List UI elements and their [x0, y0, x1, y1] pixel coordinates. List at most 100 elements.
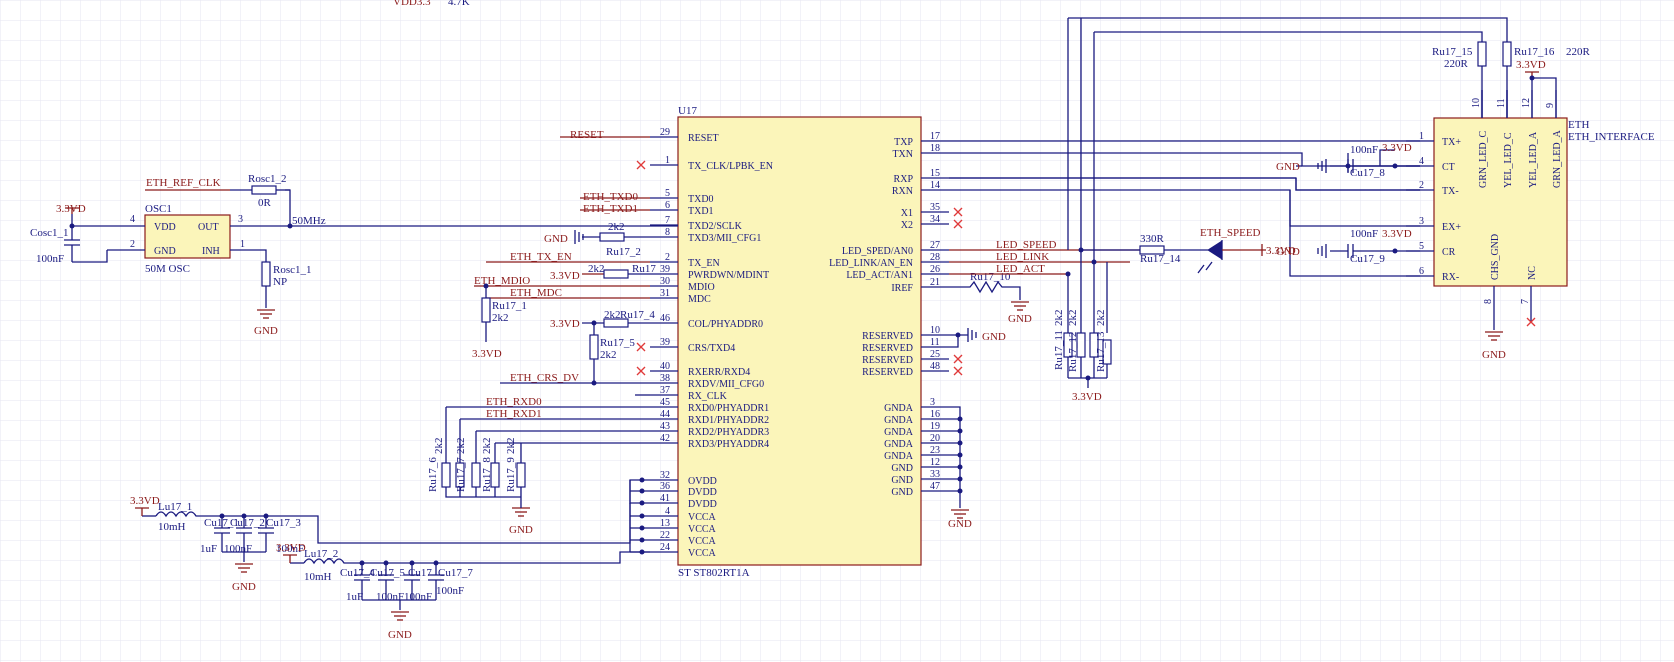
net-txd1: ETH_TXD1 — [583, 203, 638, 215]
ru17-16-value: 220R — [1566, 46, 1591, 58]
cu17-7-name: Cu17_7 — [438, 567, 473, 579]
u17-pin-number: 17 — [930, 131, 940, 142]
cu17-2-name: Cu17_2 — [230, 517, 265, 529]
ru17-14-name: Ru17_14 — [1140, 253, 1181, 265]
u17-pin-number: 27 — [930, 240, 940, 251]
u17-pin-number: 15 — [930, 168, 940, 179]
u17-pin-name: TXD2/SCLK — [688, 221, 743, 232]
ru17-15-resistor[interactable] — [1477, 41, 1487, 67]
u17-pin-name: RX_CLK — [688, 391, 728, 402]
ru17-12-name: Ru17_12 — [1067, 332, 1079, 372]
u17-pin-name: X1 — [901, 208, 913, 219]
u17-pin-number: 21 — [930, 277, 940, 288]
u17-pin-name: RXDV/MII_CFG0 — [688, 379, 764, 390]
ru17-9-name: Ru17_9 — [505, 457, 517, 492]
ru17-6-resistor[interactable] — [441, 462, 451, 488]
rosc1-2-resistor[interactable] — [251, 185, 277, 195]
vcc-filter-1: 3.3VD — [130, 495, 160, 507]
ru17-13-name: Ru17_13 — [1095, 331, 1107, 372]
vcc-ru17-1: 3.3VD — [472, 348, 502, 360]
ru17-1-value: 2k2 — [492, 312, 509, 324]
u17-pin-number: 7 — [665, 215, 670, 226]
u17-pin-name: VCCA — [688, 548, 717, 559]
u17-pin-number: 2 — [665, 252, 670, 263]
u17-pin-number: 11 — [930, 337, 940, 348]
u17-pin-number: 44 — [660, 409, 670, 420]
vcc-osc: 3.3VD — [56, 203, 86, 215]
osc-num-gnd: 2 — [130, 239, 135, 250]
u17-pin-name: VCCA — [688, 536, 717, 547]
u17-pin-number: 13 — [660, 518, 670, 529]
ru17-9b-resistor[interactable] — [516, 462, 526, 488]
ru17-2-resistor[interactable] — [599, 232, 625, 242]
cu17-1-name: Cu17_1 — [204, 517, 239, 529]
osc-num-inh: 1 — [240, 239, 245, 250]
ru17-1-resistor[interactable] — [481, 297, 491, 323]
u17-pin-number: 31 — [660, 288, 670, 299]
u17-pin-number: 5 — [665, 188, 670, 199]
u17-pin-number: 1 — [665, 155, 670, 166]
u17-pin-number: 39 — [660, 337, 670, 348]
net-reset: RESET — [570, 129, 604, 141]
eth-pin-name: GRN_LED_A — [1552, 129, 1563, 188]
oscillator[interactable]: OSC1 50M OSC VDD GND OUT INH 4 2 3 1 — [130, 203, 245, 275]
lu17-1-value: 10mH — [158, 521, 186, 533]
ru17-11-resistor[interactable] — [1063, 332, 1073, 358]
eth-pin-number: 4 — [1419, 156, 1424, 167]
ru17-3-resistor[interactable] — [603, 269, 629, 279]
led-name: ETH_SPEED — [1200, 227, 1261, 239]
gnd-cr: GND — [1276, 246, 1300, 258]
ru17-5-name: Ru17_5 — [600, 337, 635, 349]
ru17-4-resistor[interactable] — [603, 318, 629, 328]
vcc-eth-top: 3.3VD — [1516, 59, 1546, 71]
ru17-8-resistor[interactable] — [471, 462, 481, 488]
u17-pin-name: VCCA — [688, 512, 717, 523]
u17-pin-number: 48 — [930, 361, 940, 372]
gnd-ct: GND — [1276, 161, 1300, 173]
u17-pin-name: GND — [891, 487, 913, 498]
net-mdc: ETH_MDC — [510, 287, 562, 299]
cu17-7-value: 100nF — [436, 585, 464, 597]
u17-pin-number: 38 — [660, 373, 670, 384]
osc-body — [144, 214, 231, 259]
u17-pin-number: 29 — [660, 127, 670, 138]
u17-pin-number: 43 — [660, 421, 670, 432]
u17-pin-number: 4 — [665, 506, 670, 517]
ru17-14-resistor[interactable] — [1139, 245, 1165, 255]
u17-pin-number: 33 — [930, 469, 940, 480]
u17-pin-number: 6 — [665, 200, 670, 211]
ru17-13b-resistor[interactable] — [1102, 339, 1112, 365]
cu17-9-value: 100nF — [1350, 228, 1378, 240]
ru17-11-value: 2k2 — [1053, 310, 1065, 327]
u17-pin-name: X2 — [901, 220, 913, 231]
u17-pin-number: 39 — [660, 264, 670, 275]
eth-connector[interactable]: ETH ETH_INTERFACE 1TX+4CT2TX-3EX+5CR6RX-… — [1406, 90, 1655, 304]
u17-pin-number: 19 — [930, 421, 940, 432]
ru17-12-resistor[interactable] — [1076, 332, 1086, 358]
u17-pin-name: MDIO — [688, 282, 715, 293]
eth-pin-number: 3 — [1419, 216, 1424, 227]
top-vdd-fragment: VDD3.3 — [393, 0, 431, 8]
gnd-reserved: GND — [982, 331, 1006, 343]
ru17-13-resistor[interactable] — [1089, 332, 1099, 358]
ru17-15-name: Ru17_15 — [1432, 46, 1473, 58]
ru17-2-value: 2k2 — [608, 221, 625, 233]
vcc-led: 3.3VD — [1266, 245, 1296, 257]
net-led-act: LED_ACT — [996, 263, 1045, 275]
ru17-16-resistor[interactable] — [1502, 41, 1512, 67]
eth-pin-name: YEL_LED_C — [1503, 132, 1514, 188]
u17-pin-name: TXP — [894, 137, 913, 148]
u17-pin-number: 18 — [930, 143, 940, 154]
cu17-2-value: 100nF — [224, 543, 252, 555]
lu17-2-value: 10mH — [304, 571, 332, 583]
osc-pin-out: OUT — [198, 222, 219, 233]
ru17-5-resistor[interactable] — [589, 334, 599, 360]
u17-chip[interactable]: U17 ST ST802RT1A 29RESET1TX_CLK/LPBK_EN5… — [650, 105, 949, 579]
u17-pin-name: GND — [891, 463, 913, 474]
gnd-filter-1: GND — [232, 581, 256, 593]
gnd-iref: GND — [1008, 313, 1032, 325]
rosc1-1-resistor[interactable] — [261, 261, 271, 287]
ru17-4-value: 2k2 — [604, 309, 621, 321]
u17-designator: U17 — [678, 105, 697, 117]
